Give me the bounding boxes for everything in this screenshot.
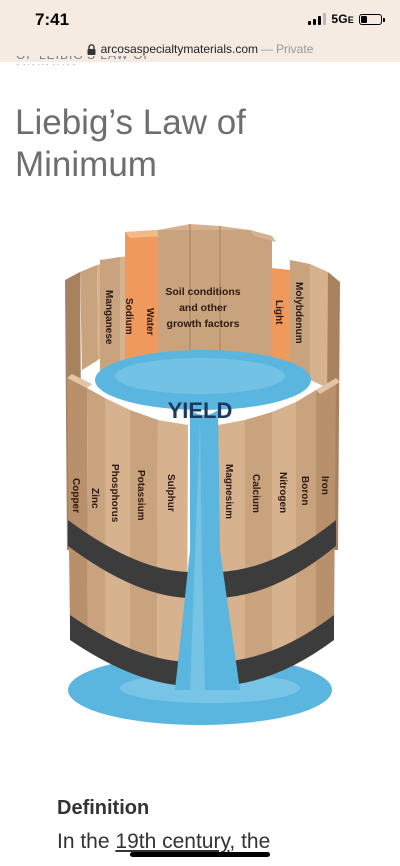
url-separator: — — [261, 42, 273, 56]
label-copper: Copper — [70, 478, 81, 513]
stave-iron — [316, 378, 336, 642]
label-sulphur: Sulphur — [165, 474, 176, 512]
private-mode-label: Private — [276, 42, 313, 56]
19th-century-link[interactable]: 19th century — [115, 830, 229, 853]
stave-phosphorus — [105, 398, 130, 660]
previous-heading-cut: OF LEIBIG'S LAW OF MINIMUM — [16, 56, 216, 65]
label-molybdenum: Molybdenum — [293, 282, 304, 344]
definition-heading: Definition — [57, 797, 149, 820]
label-nitrogen: Nitrogen — [277, 472, 288, 513]
network-type: 5GE — [331, 12, 354, 26]
soil-label-line: Soil conditions — [165, 286, 240, 298]
clock: 7:41 — [35, 10, 69, 30]
stave-nitrogen — [272, 402, 296, 664]
label-zinc: Zinc — [89, 488, 100, 509]
battery-level — [361, 16, 367, 23]
url-domain: arcosaspecialtymaterials.com — [101, 42, 258, 56]
page-title: Liebig’s Law of Minimum — [15, 102, 385, 186]
stave-zinc — [87, 388, 105, 650]
home-indicator[interactable] — [130, 852, 270, 857]
label-phosphorus: Phosphorus — [109, 464, 120, 523]
lock-icon — [87, 44, 96, 55]
label-calcium: Calcium — [250, 474, 261, 513]
battery-icon — [359, 14, 382, 25]
status-bar: 7:41 5GE — [0, 0, 400, 36]
soil-label-line: and other — [179, 302, 227, 314]
label-manganese: Manganese — [103, 290, 114, 345]
label-magnesium: Magnesium — [223, 464, 234, 519]
signal-icon — [308, 13, 326, 25]
barrel-svg: Manganese Sodium Water Light MolybdenumCoppe… — [40, 220, 365, 780]
stave-boron — [296, 390, 316, 654]
label-boron: Boron — [299, 476, 310, 505]
stave-calcium — [245, 412, 272, 672]
soil-label-line: growth factors — [167, 318, 240, 330]
label-potassium: Potassium — [135, 470, 146, 521]
label-sodium: Sodium — [123, 298, 134, 335]
body-text: In the 19th century, the — [57, 830, 270, 854]
label-light: Light — [273, 300, 284, 325]
status-indicators: 5GE — [308, 12, 382, 26]
label-iron: Iron — [319, 476, 330, 495]
label-water: Water — [144, 308, 155, 336]
yield-label: YIELD — [168, 398, 233, 423]
stave-potassium — [130, 410, 158, 670]
